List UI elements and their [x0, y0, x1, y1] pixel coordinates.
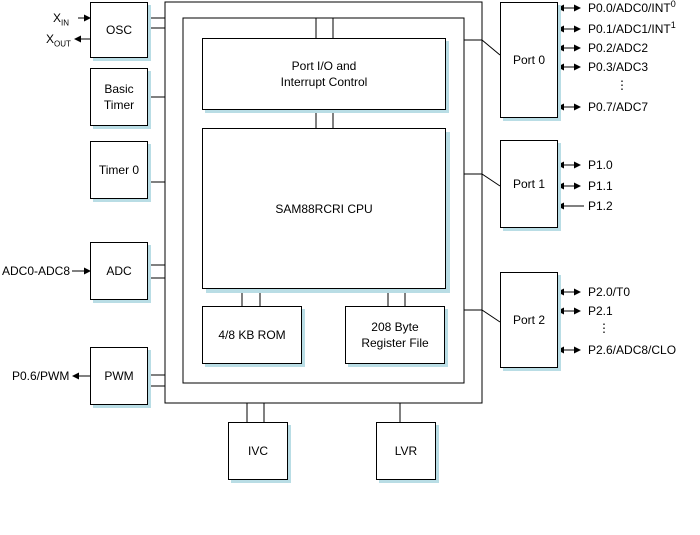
- port2-block: Port 2: [500, 272, 558, 368]
- rom-label: 4/8 KB ROM: [218, 328, 286, 342]
- xout-label: XOUT: [46, 32, 71, 49]
- timer0-block: Timer 0: [90, 141, 148, 199]
- osc-label: OSC: [105, 23, 132, 37]
- wire-bus-port1: [464, 173, 501, 187]
- xin-sub: IN: [61, 18, 70, 28]
- port0-pin-1-text: P0.1/ADC1/INT: [588, 22, 671, 36]
- port0-pin-1: P0.1/ADC1/INT1: [588, 20, 676, 37]
- port2-pin-2: P2.6/ADC8/CLO: [588, 343, 677, 357]
- xout-sub: OUT: [54, 39, 71, 49]
- port1-pin-1: P1.1: [588, 179, 613, 193]
- register-file-block: 208 Byte Register File: [345, 306, 445, 364]
- rom-block: 4/8 KB ROM: [202, 306, 302, 364]
- ivc-block: IVC: [228, 422, 288, 480]
- port1-pin-arrows: [557, 161, 584, 210]
- basic-timer-label: Basic Timer: [103, 82, 135, 112]
- port0-pin-0-text: P0.0/ADC0/INT: [588, 1, 671, 15]
- wire-bus-port2: [464, 309, 501, 323]
- port0-pin-arrows: [557, 4, 581, 111]
- lvr-label: LVR: [394, 444, 418, 458]
- register-file-label: 208 Byte Register File: [361, 320, 429, 350]
- bus-frame-outer: [164, 1, 483, 404]
- port1-pin-2: P1.2: [588, 199, 613, 213]
- port-io-label: Port I/O and Interrupt Control: [280, 59, 368, 89]
- port0-pin-0: P0.0/ADC0/INT0: [588, 0, 676, 15]
- adc-block: ADC: [90, 242, 148, 300]
- port1-pin-0: P1.0: [588, 158, 613, 172]
- port2-ellipsis: ⋮: [598, 321, 610, 335]
- pwm-label: PWM: [104, 369, 134, 383]
- port2-label: Port 2: [512, 313, 545, 327]
- xout-main: X: [46, 32, 55, 46]
- port1-block: Port 1: [500, 140, 558, 228]
- basic-timer-block: Basic Timer: [90, 68, 148, 126]
- port0-label: Port 0: [512, 53, 545, 67]
- port0-pin-1-sup: 1: [670, 20, 676, 30]
- cpu-label: SAM88RCRI CPU: [275, 201, 373, 216]
- port0-ellipsis: ⋮: [616, 78, 628, 92]
- port0-pin-4: P0.7/ADC7: [588, 100, 649, 114]
- xin-label: XIN: [53, 11, 70, 28]
- adc-label: ADC: [106, 264, 132, 278]
- port0-pin-2: P0.2/ADC2: [588, 41, 649, 55]
- port0-pin-3: P0.3/ADC3: [588, 60, 649, 74]
- pwm-output-label: P0.6/PWM: [12, 369, 70, 383]
- port2-pin-arrows: [557, 288, 581, 354]
- ivc-label: IVC: [247, 444, 268, 458]
- lvr-block: LVR: [376, 422, 436, 480]
- port2-pin-1: P2.1: [588, 304, 613, 318]
- wire-bus-port0: [464, 39, 501, 56]
- timer0-label: Timer 0: [98, 163, 140, 177]
- cpu-block: SAM88RCRI CPU: [202, 128, 446, 289]
- port0-pin-0-sup: 0: [670, 0, 676, 9]
- bus-frame-inner: [182, 17, 465, 384]
- port0-block: Port 0: [500, 2, 558, 118]
- osc-block: OSC: [90, 2, 148, 58]
- port-io-block: Port I/O and Interrupt Control: [202, 38, 446, 110]
- xin-main: X: [53, 11, 62, 25]
- port1-label: Port 1: [512, 177, 545, 191]
- adc-input-label: ADC0-ADC8: [2, 264, 71, 278]
- port2-pin-0: P2.0/T0: [588, 285, 631, 299]
- pwm-block: PWM: [90, 347, 148, 405]
